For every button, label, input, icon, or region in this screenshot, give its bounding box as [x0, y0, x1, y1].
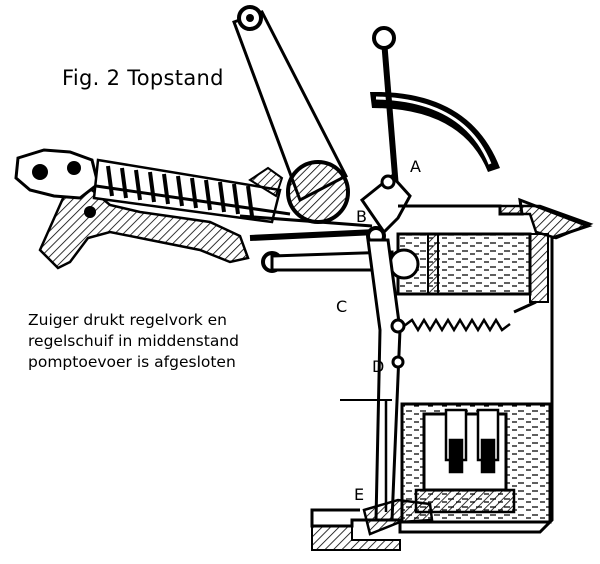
fitting-bolt: [32, 164, 48, 180]
gear-sector: [248, 166, 284, 198]
bottom-flange: [311, 525, 401, 551]
fitting-bolt-3: [84, 206, 96, 218]
caption-line-1: Zuiger drukt regelvork en: [28, 311, 227, 329]
lever-pivot-top-hole: [246, 14, 254, 22]
label-c: C: [336, 297, 347, 316]
valve-e: [362, 498, 434, 536]
caption-line-2: regelschuif in middenstand: [28, 332, 239, 350]
label-d: D: [372, 357, 384, 376]
main-roller: [286, 160, 350, 224]
label-a: A: [410, 157, 421, 176]
spring-rod: [95, 184, 291, 216]
fork-a-pin: [380, 174, 396, 190]
pump-plungers: [444, 408, 500, 474]
tension-spring: [403, 317, 511, 333]
regulating-slide-end: [388, 248, 420, 280]
handle-rod: [381, 39, 399, 189]
figure-title: Fig. 2 Topstand: [62, 66, 224, 90]
fork-pin-lower: [391, 355, 405, 369]
left-fitting: [14, 148, 100, 200]
quadrant-arc-inner: [375, 96, 492, 165]
label-e: E: [354, 485, 364, 504]
link-rod-b: [249, 229, 377, 241]
label-b: B: [356, 207, 367, 226]
link-rod-upper: [239, 214, 373, 228]
caption-line-3: pomptoevoer is afgesloten: [28, 353, 236, 371]
spring-anchor: [513, 300, 537, 314]
fork-pin-d: [390, 318, 406, 334]
regulating-fork: [366, 238, 402, 522]
figure-caption: Zuiger drukt regelvork en regelschuif in…: [28, 310, 239, 373]
cylinder-collar: [427, 233, 439, 295]
cylinder-wall: [529, 233, 549, 303]
handle-knob: [372, 26, 396, 50]
fitting-bolt-2: [67, 161, 81, 175]
compression-spring: [106, 165, 254, 217]
